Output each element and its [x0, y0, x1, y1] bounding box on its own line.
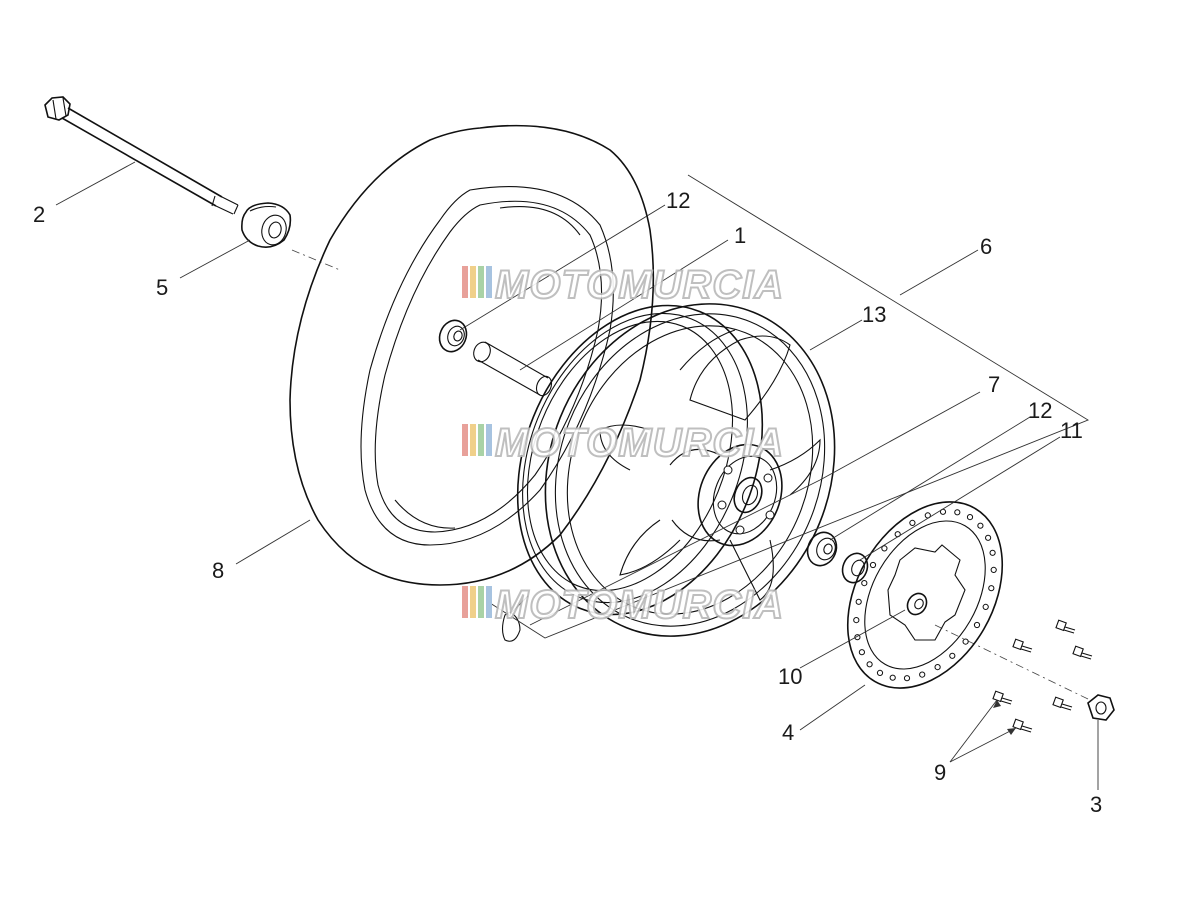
callout-5: 5: [156, 275, 168, 300]
disc-hole: [934, 664, 941, 671]
brake-disc-part: [846, 501, 1004, 689]
inner-spacer-part: [473, 341, 553, 397]
disc-holes: [853, 508, 997, 682]
watermark-text-top: MOTOMURCIA: [495, 263, 784, 307]
bearing-right-part: [806, 531, 838, 567]
disc-hole: [990, 566, 997, 574]
tyre-part: [289, 124, 655, 586]
callout-4: 4: [782, 720, 794, 745]
disc-hole: [954, 509, 961, 516]
disc-hole: [889, 674, 896, 681]
callout-2: 2: [33, 202, 45, 227]
callout-3: 3: [1090, 792, 1102, 817]
disc-hole: [966, 514, 974, 521]
wheel-rim-part: [501, 303, 836, 642]
disc-hole: [909, 519, 916, 527]
watermark-text-bottom: MOTOMURCIA: [495, 583, 784, 627]
spacer-part: [241, 202, 292, 248]
disc-hole: [853, 617, 860, 624]
bolts-part: [992, 619, 1093, 733]
callout-6: 6: [980, 234, 992, 259]
disc-hole: [962, 638, 969, 645]
disc-hole: [855, 598, 862, 605]
disc-hole: [903, 675, 911, 682]
disc-hole: [869, 561, 877, 569]
disc-hole: [881, 545, 888, 552]
callout-7: 7: [988, 372, 1000, 397]
disc-hole: [861, 580, 868, 587]
callout-11: 11: [1060, 418, 1083, 443]
disc-hole: [985, 534, 992, 541]
callout-10: 10: [778, 664, 802, 689]
callout-8: 8: [212, 558, 224, 583]
disc-hole: [949, 652, 956, 659]
disc-hole: [876, 669, 884, 677]
nut-part: [1087, 694, 1115, 721]
disc-hole: [858, 649, 866, 656]
bearing-left-part: [438, 319, 468, 353]
watermark-bottom: MOTOMURCIA: [462, 582, 784, 628]
callout-12-right: 12: [1028, 398, 1052, 423]
callout-9: 9: [934, 760, 946, 785]
watermark-text-middle: MOTOMURCIA: [495, 421, 784, 465]
watermark-top: MOTOMURCIA: [462, 262, 784, 308]
disc-hole: [919, 671, 926, 678]
leader-lines: [55, 161, 1099, 790]
callout-1: 1: [734, 223, 746, 248]
axle-part: [44, 96, 239, 215]
disc-hole: [973, 621, 981, 629]
callout-12-top: 12: [666, 188, 690, 213]
disc-hole: [977, 522, 984, 529]
oil-seal-part: [841, 552, 869, 584]
disc-hole: [989, 549, 996, 556]
watermark-middle: MOTOMURCIA: [462, 420, 784, 466]
callout-13: 13: [862, 302, 886, 327]
disc-hole: [982, 603, 989, 611]
disc-hole: [988, 585, 995, 592]
disc-hole: [866, 661, 873, 668]
